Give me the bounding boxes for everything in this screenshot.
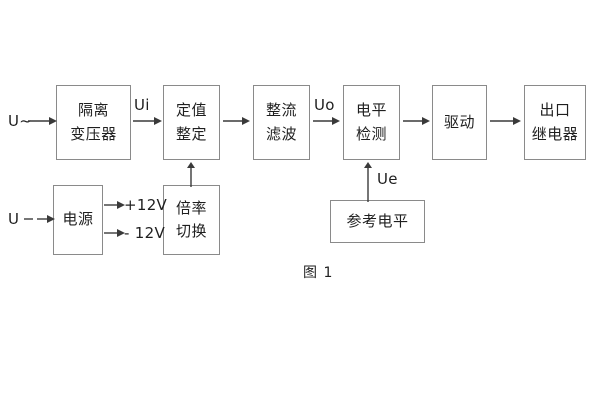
block-multiplier-switch: 倍率 切换	[163, 185, 220, 255]
block-label-line: 继电器	[531, 124, 579, 143]
arrow-level-to-drive	[403, 116, 431, 126]
block-label-line: 电源	[62, 210, 94, 229]
block-label-line: 检测	[355, 124, 387, 143]
block-label-line: 切换	[175, 222, 207, 240]
block-label-line: 驱动	[443, 112, 475, 131]
block-isolation-transformer: 隔离 变压器	[56, 85, 131, 160]
arrow-input-ac-to-isolation	[28, 116, 58, 126]
arrow-setting-to-rectify	[223, 116, 251, 126]
block-label-line: 定值	[175, 101, 207, 120]
signal-label-input-dc: U	[8, 210, 20, 228]
arrow-power-supply-negative-rail	[104, 228, 126, 238]
arrow-drive-to-output-relay	[490, 116, 522, 126]
block-level-detection: 电平 检测	[343, 85, 400, 160]
block-label-line: 电平	[355, 101, 387, 120]
block-label-line: 隔离	[77, 101, 109, 120]
block-label-line: 整流	[265, 101, 297, 120]
arrow-rectify-to-level	[313, 116, 341, 126]
block-label-line: 出口	[539, 101, 571, 120]
signal-label-rail-negative: - 12V	[124, 224, 166, 242]
block-drive: 驱动	[432, 85, 487, 160]
signal-label-rail-positive: +12V	[124, 196, 168, 214]
signal-label-input-ac: U~	[8, 112, 33, 130]
signal-label-uo: Uo	[314, 96, 335, 114]
block-setting-value: 定值 整定	[163, 85, 220, 160]
block-label-line: 参考电平	[346, 211, 409, 230]
block-label-line: 变压器	[70, 124, 117, 143]
signal-label-ue: Ue	[377, 170, 398, 188]
block-label-line: 滤波	[265, 124, 297, 143]
arrow-input-dc-to-power-supply	[24, 214, 56, 224]
arrow-isolation-to-setting	[133, 116, 163, 126]
block-power-supply: 电源	[53, 185, 103, 255]
figure-caption: 图 1	[303, 265, 334, 281]
block-label-line: 倍率	[175, 198, 207, 217]
block-reference-level: 参考电平	[330, 200, 425, 243]
arrow-power-supply-positive-rail	[104, 200, 126, 210]
block-rectify-filter: 整流 滤波	[253, 85, 310, 160]
block-output-relay: 出口 继电器	[524, 85, 586, 160]
arrow-reference-to-level	[363, 162, 373, 202]
arrow-multiplier-to-setting	[186, 162, 196, 187]
block-label-line: 整定	[175, 124, 207, 143]
signal-label-ui: Ui	[134, 96, 150, 114]
